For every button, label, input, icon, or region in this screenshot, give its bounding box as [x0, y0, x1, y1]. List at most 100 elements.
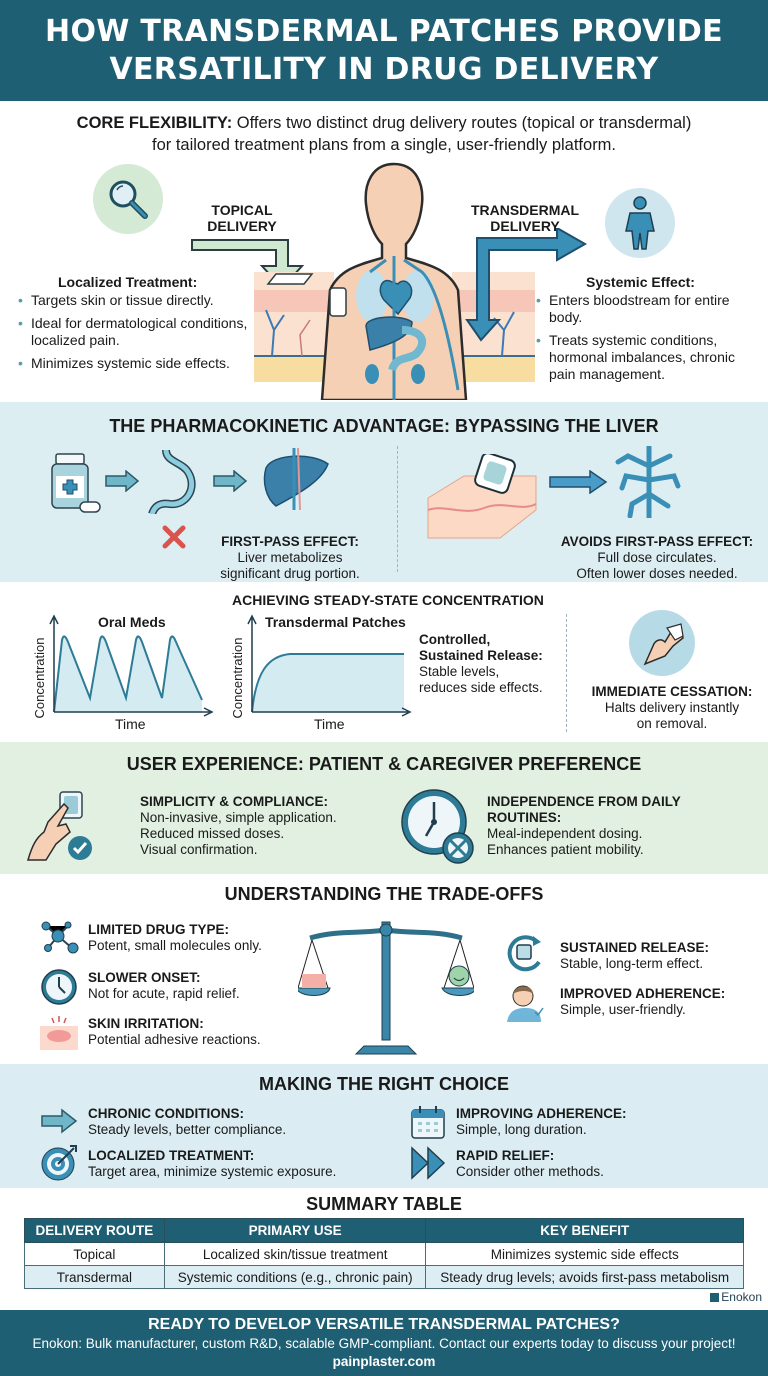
- hand-pressing-button-icon: [27, 791, 92, 861]
- immediate-cessation-text: IMMEDIATE CESSATION: Halts delivery inst…: [591, 684, 753, 731]
- transdermal-bullet: Enters bloodstream for entire body.: [536, 292, 756, 326]
- choice-item: IMPROVING ADHERENCE: Simple, long durati…: [456, 1106, 627, 1137]
- choice-item: LOCALIZED TREATMENT: Target area, minimi…: [88, 1148, 337, 1179]
- independence-text: INDEPENDENCE FROM DAILY ROUTINES: Meal-i…: [487, 794, 681, 857]
- choice-item: CHRONIC CONDITIONS: Steady levels, bette…: [88, 1106, 287, 1137]
- table-cell: Systemic conditions (e.g., chronic pain): [163, 1265, 427, 1289]
- steady-state-title: ACHIEVING STEADY-STATE CONCENTRATION: [232, 592, 544, 608]
- table-cell: Topical: [24, 1242, 165, 1266]
- pill-bottle-icon: [51, 453, 101, 513]
- title-line-2: VERSATILITY IN DRUG DELIVERY: [109, 51, 659, 87]
- core-label: CORE FLEXIBILITY:: [76, 114, 233, 132]
- person-icon: [605, 188, 675, 258]
- transdermal-heading: Systemic Effect:: [586, 274, 695, 290]
- choice-item: RAPID RELIEF: Consider other methods.: [456, 1148, 604, 1179]
- table-cell: Steady drug levels; avoids first-pass me…: [425, 1265, 744, 1289]
- arrow-icon: [105, 470, 140, 492]
- transdermal-arrow-icon: [465, 228, 588, 342]
- core-text-2: for tailored treatment plans from a sing…: [151, 136, 617, 154]
- tradeoff-con-item: SKIN IRRITATION: Potential adhesive reac…: [88, 1016, 261, 1047]
- divider: [566, 614, 567, 732]
- tradeoffs-title: UNDERSTANDING THE TRADE-OFFS: [224, 884, 544, 904]
- user-experience-section: USER EXPERIENCE: PATIENT & CAREGIVER PRE…: [0, 742, 768, 874]
- first-pass-text: FIRST-PASS EFFECT: Liver metabolizes sig…: [220, 534, 360, 581]
- divider: [397, 446, 398, 572]
- tradeoff-pro-item: SUSTAINED RELEASE: Stable, long-term eff…: [560, 940, 710, 971]
- transdermal-bullet: Treats systemic conditions, hormonal imb…: [536, 332, 756, 383]
- summary-section: SUMMARY TABLE DELIVERY ROUTE PRIMARY USE…: [0, 1188, 768, 1304]
- table-header-row: DELIVERY ROUTE PRIMARY USE KEY BENEFIT: [24, 1218, 744, 1243]
- topical-bullet: Minimizes systemic side effects.: [18, 355, 248, 372]
- tradeoff-pro-item: IMPROVED ADHERENCE: Simple, user-friendl…: [560, 986, 726, 1017]
- happy-patient-icon: [507, 985, 544, 1022]
- oral-x-label: Time: [115, 716, 146, 732]
- fast-forward-icon: [411, 1146, 446, 1180]
- sustained-release-text: Controlled, Sustained Release: Stable le…: [419, 632, 543, 695]
- page-title: HOW TRANSDERMAL PATCHES PROVIDE VERSATIL…: [45, 13, 723, 89]
- clock-icon: [41, 969, 77, 1005]
- column-header: DELIVERY ROUTE: [24, 1218, 165, 1243]
- arrow-right-icon: [41, 1108, 78, 1134]
- summary-table: DELIVERY ROUTE PRIMARY USE KEY BENEFIT T…: [24, 1218, 744, 1289]
- topical-bullet: Targets skin or tissue directly.: [18, 292, 248, 309]
- clock-no-meal-icon: [401, 789, 474, 864]
- steady-state-section: ACHIEVING STEADY-STATE CONCENTRATION Ora…: [0, 582, 768, 742]
- page-header: HOW TRANSDERMAL PATCHES PROVIDE VERSATIL…: [0, 0, 768, 101]
- core-flexibility: CORE FLEXIBILITY: Offers two distinct dr…: [0, 112, 768, 156]
- svg-text:Concentration: Concentration: [32, 638, 47, 719]
- topical-bullet: Ideal for dermatological conditions, loc…: [18, 315, 248, 349]
- transdermal-bullets: Enters bloodstream for entire body. Trea…: [536, 292, 756, 389]
- tradeoff-con-item: LIMITED DRUG TYPE: Potent, small molecul…: [88, 922, 262, 953]
- table-row: Transdermal Systemic conditions (e.g., c…: [24, 1265, 744, 1289]
- table-cell: Minimizes systemic side effects: [425, 1242, 744, 1266]
- column-header: KEY BENEFIT: [425, 1218, 744, 1243]
- enokon-logo-icon: [710, 1292, 720, 1302]
- red-x-icon: [162, 525, 186, 549]
- table-cell: Localized skin/tissue treatment: [163, 1242, 427, 1266]
- footer-cta: READY TO DEVELOP VERSATILE TRANSDERMAL P…: [0, 1310, 768, 1376]
- topical-heading: Localized Treatment:: [58, 274, 198, 290]
- right-choice-title: MAKING THE RIGHT CHOICE: [259, 1074, 509, 1094]
- irritated-skin-icon: [40, 1016, 78, 1050]
- simplicity-text: SIMPLICITY & COMPLIANCE: Non-invasive, s…: [140, 794, 337, 857]
- table-cell: Transdermal: [24, 1265, 165, 1289]
- column-header: PRIMARY USE: [163, 1218, 427, 1243]
- oral-chart-title: Oral Meds: [98, 614, 166, 630]
- tradeoffs-section: UNDERSTANDING THE TRADE-OFFS LIMITED DRU…: [0, 874, 768, 1064]
- liver-icon: [263, 448, 329, 510]
- footer-link[interactable]: painplaster.com: [332, 1354, 436, 1369]
- user-experience-title: USER EXPERIENCE: PATIENT & CAREGIVER PRE…: [126, 754, 642, 774]
- balance-scale-icon: [298, 921, 474, 1055]
- pharmacokinetic-title: THE PHARMACOKINETIC ADVANTAGE: BYPASSING…: [109, 416, 659, 436]
- topical-bullets: Targets skin or tissue directly. Ideal f…: [18, 292, 248, 378]
- hand-removing-patch-icon: [629, 610, 695, 676]
- stomach-icon: [148, 449, 196, 514]
- transdermal-chart: Concentration: [230, 614, 412, 719]
- target-icon: [41, 1145, 77, 1181]
- arrow-icon: [213, 470, 248, 492]
- skin-patch-icon: [427, 454, 537, 539]
- arrow-icon: [549, 470, 608, 494]
- footer-headline: READY TO DEVELOP VERSATILE TRANSDERMAL P…: [148, 1316, 620, 1333]
- right-choice-section: MAKING THE RIGHT CHOICE CHRONIC CONDITIO…: [0, 1064, 768, 1188]
- brand-name: Enokon: [721, 1290, 762, 1304]
- transdermal-x-label: Time: [314, 716, 345, 732]
- blood-vessel-icon: [615, 446, 681, 518]
- cycle-patch-icon: [507, 935, 541, 972]
- avoids-first-pass-text: AVOIDS FIRST-PASS EFFECT: Full dose circ…: [560, 534, 754, 581]
- svg-text:Concentration: Concentration: [230, 638, 245, 719]
- title-line-1: HOW TRANSDERMAL PATCHES PROVIDE: [45, 13, 723, 49]
- summary-title: SUMMARY TABLE: [306, 1194, 462, 1214]
- footer-body: Enokon: Bulk manufacturer, custom R&D, s…: [32, 1336, 736, 1351]
- magnifier-icon: [93, 164, 163, 234]
- transdermal-chart-title: Transdermal Patches: [265, 614, 406, 630]
- core-text-1: Offers two distinct drug delivery routes…: [232, 114, 692, 132]
- molecule-icon: [41, 921, 79, 954]
- table-row: Topical Localized skin/tissue treatment …: [24, 1242, 744, 1266]
- pharmacokinetic-section: THE PHARMACOKINETIC ADVANTAGE: BYPASSING…: [0, 402, 768, 582]
- oral-meds-chart: Concentration: [32, 614, 214, 719]
- brand-logo: Enokon: [710, 1290, 762, 1304]
